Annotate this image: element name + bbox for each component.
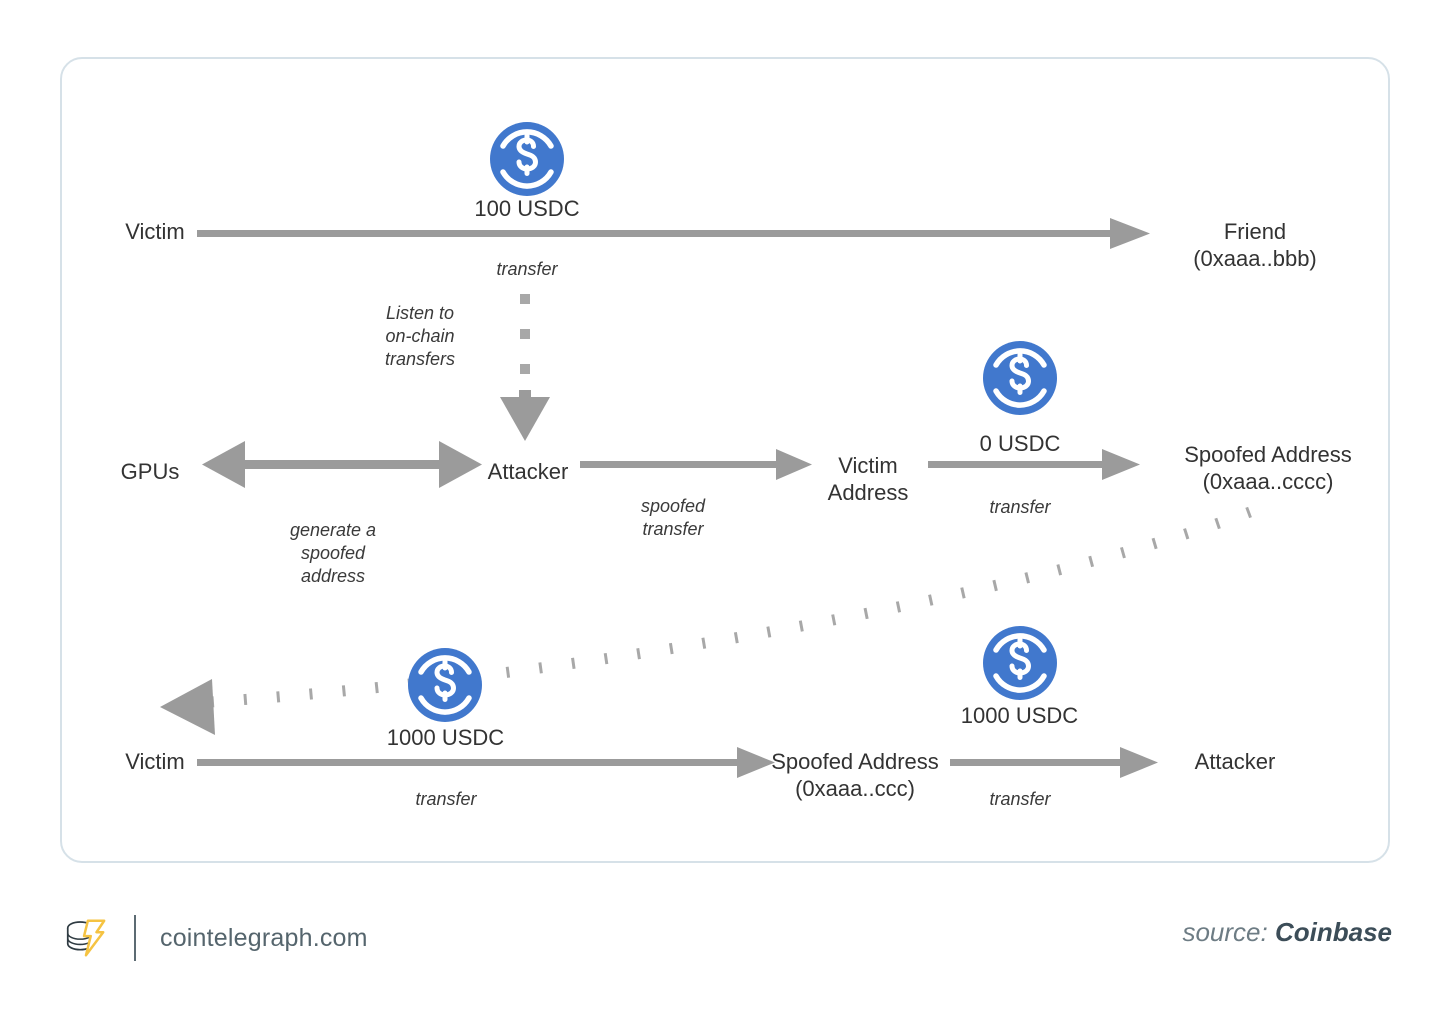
source-name: Coinbase	[1274, 917, 1392, 947]
arrow-victim-to-spoofed-bottom	[197, 747, 775, 778]
arrow-attacker-to-victim-address	[580, 449, 812, 480]
edge-label-transfer-top: transfer	[496, 259, 558, 279]
usdc-coin-icon	[983, 626, 1057, 700]
diagram-canvas	[160, 57, 1252, 778]
node-label-victim-bottom: Victim	[125, 749, 185, 774]
node-label-victim-address: Victim Address	[803, 452, 933, 506]
source-word: source:	[1182, 917, 1268, 947]
victim-address-line-2: Address	[827, 480, 909, 505]
edge-label-generate-spoofed-address: generate a spoofed address	[248, 519, 418, 588]
arrow-victim-to-friend	[197, 218, 1150, 249]
edge-label-transfer-bottom-right: transfer	[989, 789, 1051, 809]
friend-name: Friend	[1223, 219, 1287, 244]
listen-line-2: on-chain	[385, 326, 455, 346]
listen-line-3: transfers	[384, 349, 456, 369]
spoofed-transfer-line-1: spoofed	[640, 496, 706, 516]
arrow-spoofed-to-attacker-bottom	[950, 747, 1158, 778]
amount-label-0-usdc: 0 USDC	[979, 431, 1061, 456]
amount-label-1000-usdc-right: 1000 USDC	[960, 703, 1079, 728]
usdc-coin-icon	[983, 341, 1057, 415]
amount-label-100-usdc: 100 USDC	[474, 196, 580, 221]
victim-address-line-1: Victim	[838, 453, 898, 478]
node-label-spoofed-address-bottom: Spoofed Address (0xaaa..ccc)	[760, 748, 950, 802]
node-label-spoofed-address-mid: Spoofed Address (0xaaa..cccc)	[1148, 441, 1388, 495]
arrow-victim-address-to-spoofed	[928, 449, 1140, 480]
footer-site-url: cointelegraph.com	[160, 923, 368, 952]
usdc-coin-icon	[408, 648, 482, 722]
node-label-attacker-mid: Attacker	[487, 459, 569, 484]
node-label-attacker-bottom: Attacker	[1194, 749, 1276, 774]
node-label-gpus: GPUs	[120, 459, 180, 484]
usdc-coin-icon	[490, 122, 564, 196]
edge-label-spoofed-transfer: spoofed transfer	[593, 495, 753, 541]
edge-label-listen-on-chain: Listen to on-chain transfers	[330, 302, 510, 371]
footer-divider	[134, 915, 136, 961]
node-label-victim-top: Victim	[125, 219, 185, 244]
generate-line-2: spoofed	[300, 543, 366, 563]
listen-line-1: Listen to	[385, 303, 455, 323]
friend-address: (0xaaa..bbb)	[1193, 246, 1317, 271]
spoofed-address-bottom-value: (0xaaa..ccc)	[795, 776, 915, 801]
footer-source: source: Coinbase	[1182, 917, 1392, 948]
arrow-gpus-attacker-bidirectional	[202, 441, 482, 488]
edge-label-transfer-mid: transfer	[989, 497, 1051, 517]
spoofed-address-mid-name: Spoofed Address	[1184, 442, 1352, 467]
spoofed-transfer-line-2: transfer	[642, 519, 704, 539]
edge-label-transfer-bottom-left: transfer	[415, 789, 477, 809]
footer-brand: cointelegraph.com	[62, 905, 368, 971]
dotted-poison-curve	[160, 506, 1252, 735]
generate-line-1: generate a	[289, 520, 377, 540]
generate-line-3: address	[300, 566, 366, 586]
spoofed-address-mid-value: (0xaaa..cccc)	[1202, 469, 1334, 494]
amount-label-1000-usdc-left: 1000 USDC	[386, 725, 505, 750]
node-label-friend: Friend (0xaaa..bbb)	[1155, 218, 1355, 272]
spoofed-address-bottom-name: Spoofed Address	[771, 749, 939, 774]
cointelegraph-logo-icon	[66, 919, 106, 957]
dotted-listen-connector	[500, 294, 550, 441]
footer: cointelegraph.com source: Coinbase	[0, 895, 1450, 1000]
